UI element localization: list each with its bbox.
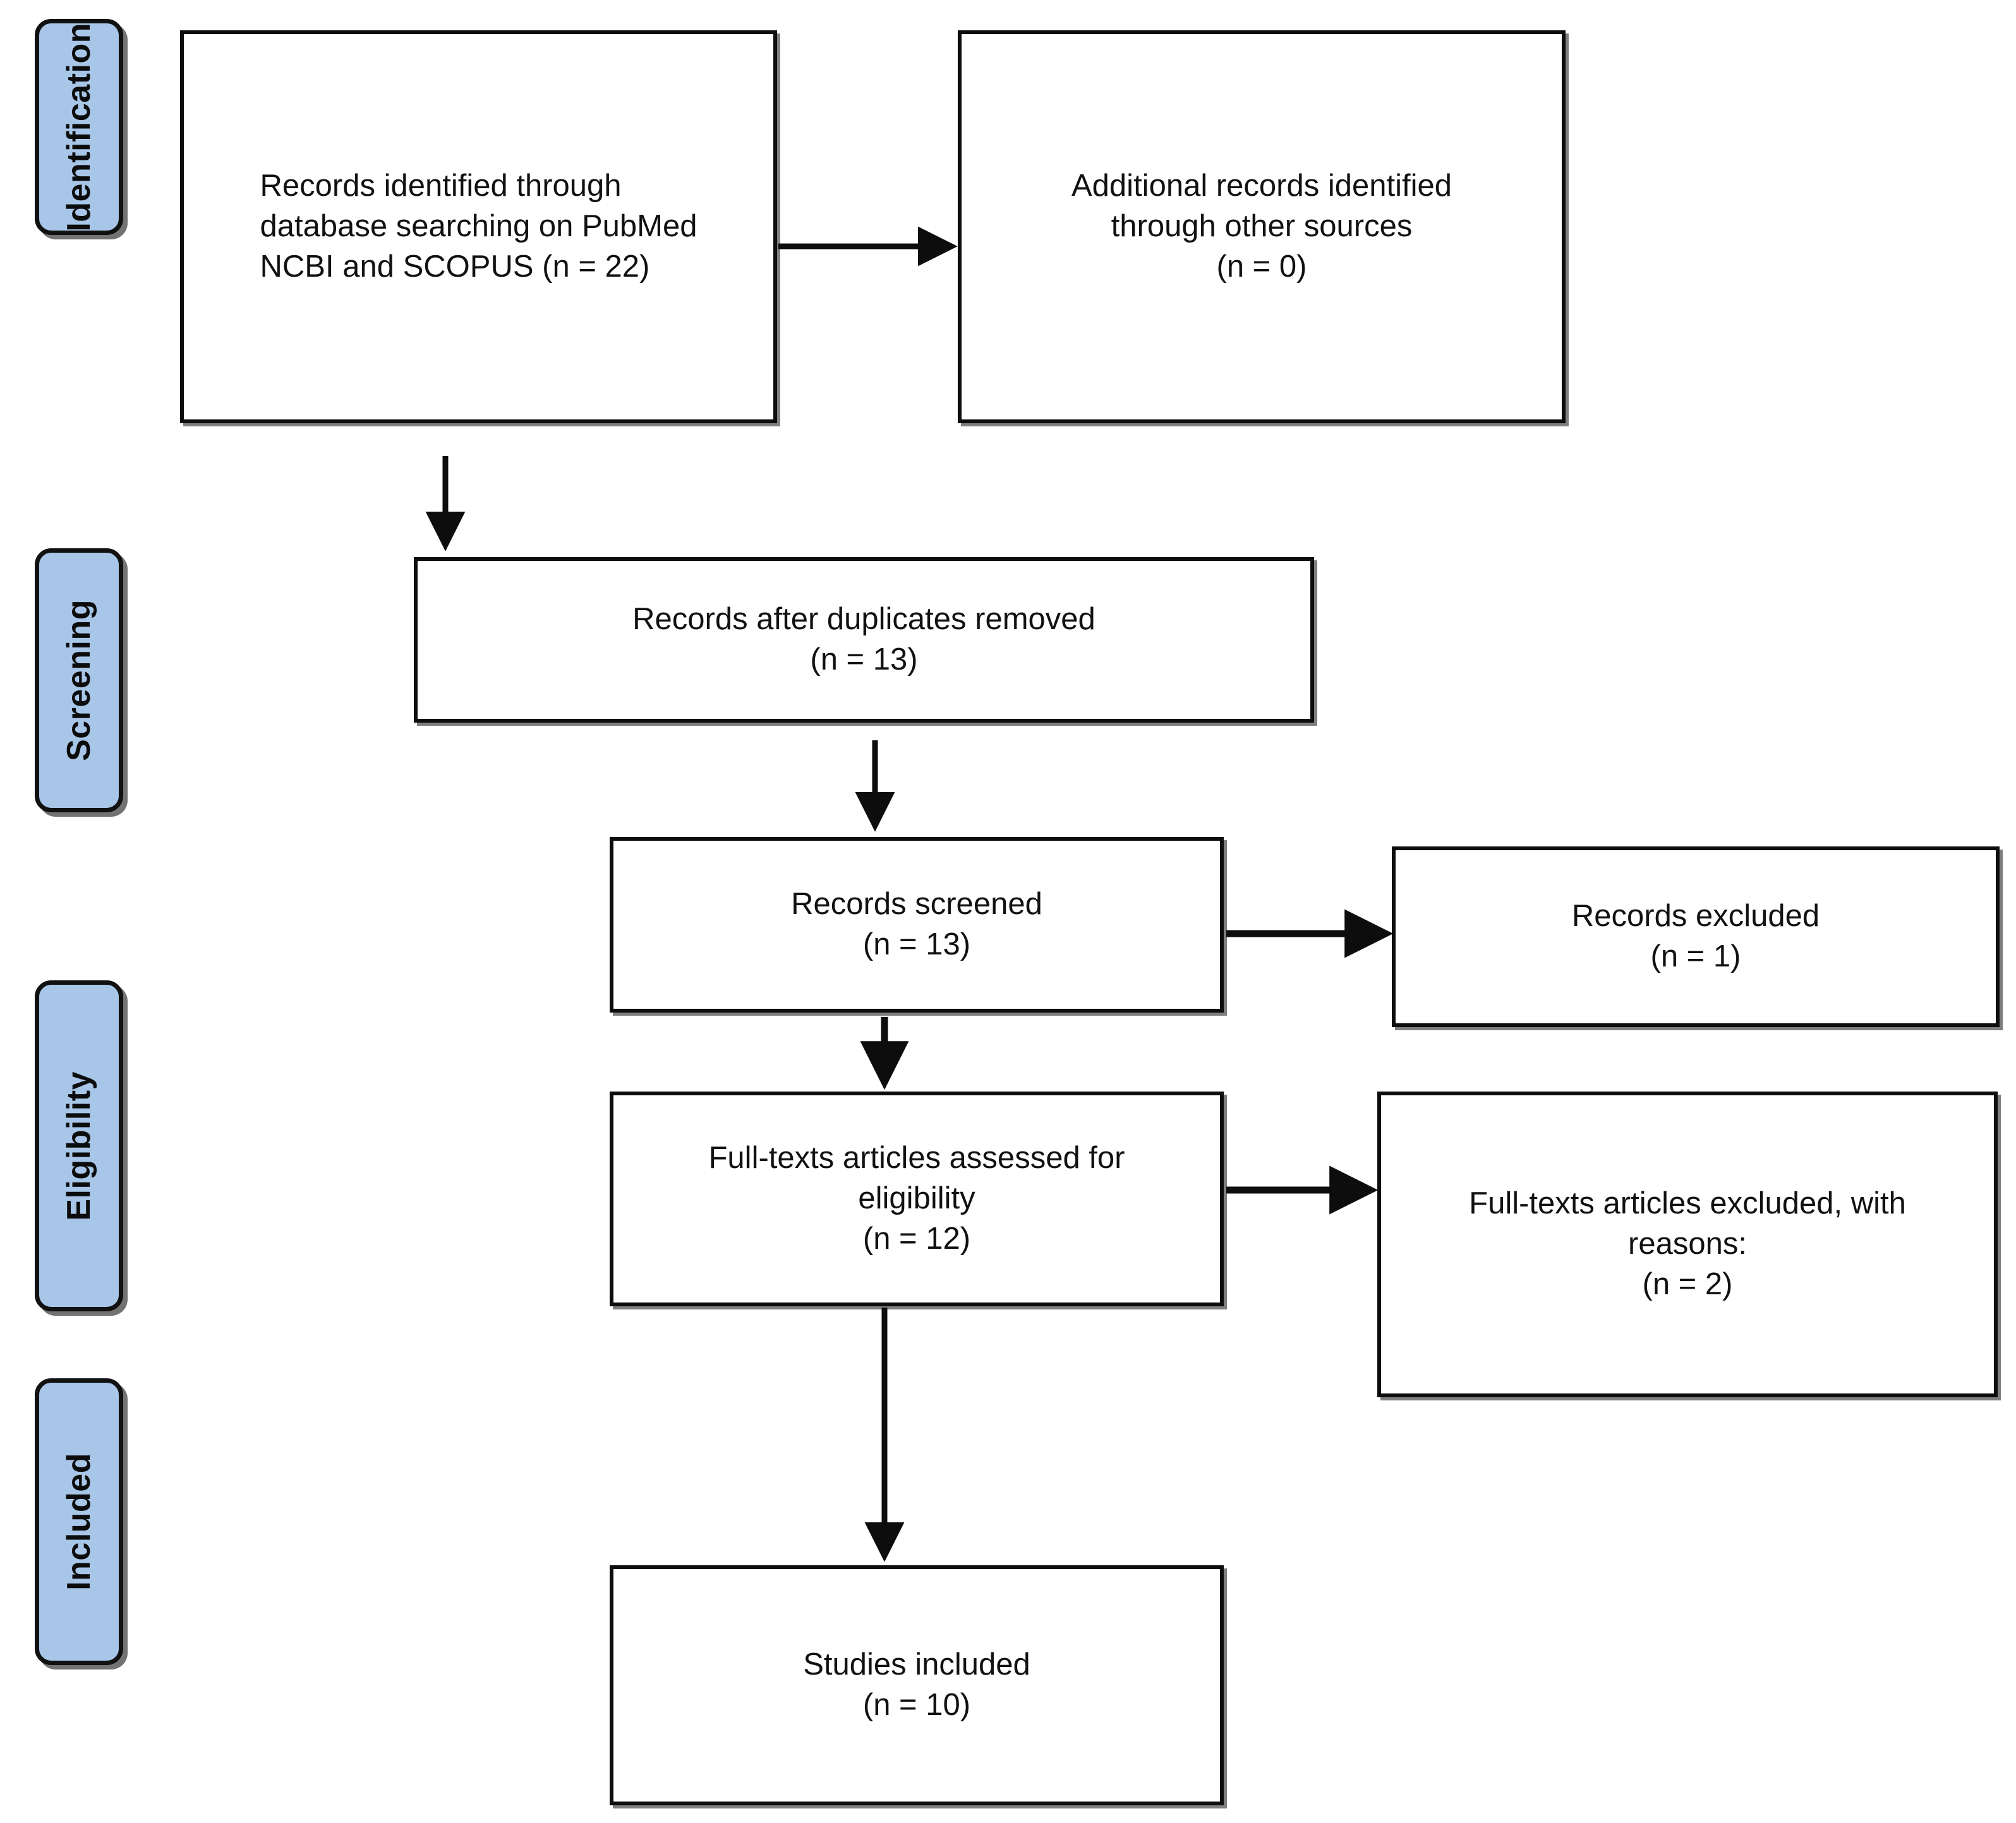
box-records-excluded-text: Records excluded (n = 1): [1571, 899, 1820, 973]
box-records-after-duplicates-text: Records after duplicates removed (n = 13…: [632, 602, 1096, 677]
box-additional-records-text: Additional records identified through ot…: [1071, 169, 1452, 284]
stage-pill-screening-label: Screening: [61, 599, 97, 761]
box-records-screened-text: Records screened (n = 13): [791, 887, 1042, 961]
box-fulltext-assessed: Full-texts articles assessed for eligibi…: [610, 1092, 1224, 1306]
box-fulltext-excluded: Full-texts articles excluded, with reaso…: [1377, 1092, 1998, 1397]
box-additional-records: Additional records identified through ot…: [958, 30, 1566, 423]
box-records-identified: Records identified through database sear…: [180, 30, 777, 423]
box-records-screened: Records screened (n = 13): [610, 837, 1224, 1013]
box-studies-included: Studies included (n = 10): [610, 1565, 1224, 1805]
box-studies-included-text: Studies included (n = 10): [803, 1647, 1030, 1722]
box-records-excluded: Records excluded (n = 1): [1392, 846, 2000, 1027]
stage-pill-eligibility-label: Eligibility: [61, 1071, 97, 1221]
box-records-after-duplicates: Records after duplicates removed (n = 13…: [414, 557, 1314, 723]
stage-pill-included: Included: [35, 1378, 123, 1665]
stage-pill-identification: Identification: [35, 19, 123, 235]
stage-pill-identification-label: Identification: [61, 22, 97, 232]
box-records-identified-text: Records identified through database sear…: [260, 169, 697, 284]
stage-pill-eligibility: Eligibility: [35, 980, 123, 1311]
box-fulltext-assessed-text: Full-texts articles assessed for eligibi…: [708, 1141, 1125, 1256]
stage-pill-included-label: Included: [61, 1453, 97, 1591]
stage-pill-screening: Screening: [35, 548, 123, 812]
box-fulltext-excluded-text: Full-texts articles excluded, with reaso…: [1469, 1186, 1906, 1301]
